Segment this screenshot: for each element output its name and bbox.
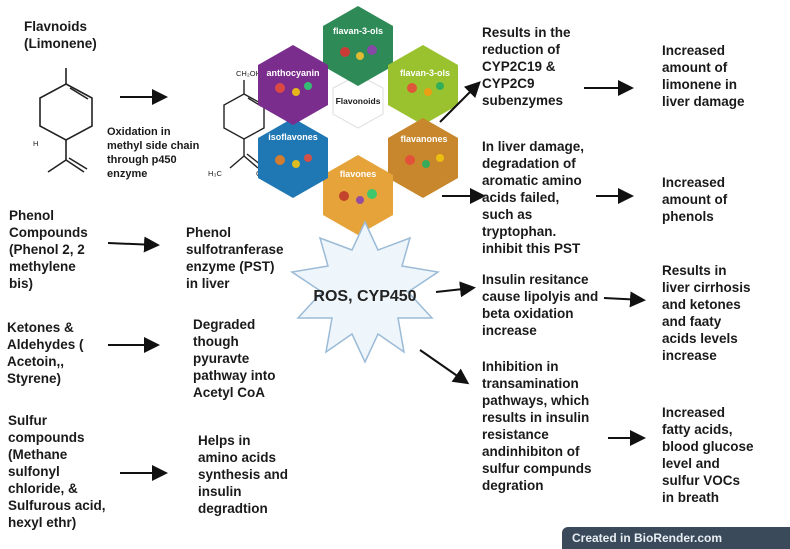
arrow-burst-to-inhibition xyxy=(419,349,470,385)
label-flavanones: flavanones xyxy=(400,134,447,144)
hex-flavones xyxy=(323,155,393,235)
label-flavan-3-ols-top: flavan-3-ols xyxy=(333,26,383,36)
hex-flavanones xyxy=(388,118,458,198)
h3c-label: H₃C xyxy=(208,169,222,178)
ros-cyp450-label: ROS, CYP450 xyxy=(313,288,417,305)
label-isoflavones: isoflavones xyxy=(268,132,318,142)
flavonoid-wheel: flavan-3-ols flavan-3-ols flavanones fla… xyxy=(258,6,458,235)
ch2oh-label: CH₂OH xyxy=(236,69,261,78)
limonene-structure xyxy=(39,68,93,173)
arrow-burst-to-insulin xyxy=(435,281,476,298)
ch2-label: CH₂ xyxy=(256,169,270,178)
degraded-text: Degraded though pyuravte pathway into Ac… xyxy=(193,317,276,400)
hex-isoflavones xyxy=(258,118,328,198)
perillyl-structure xyxy=(223,80,265,169)
hex-center xyxy=(332,74,384,129)
label-flavan-3-ols-right: flavan-3-ols xyxy=(400,68,450,78)
increased-limonene: Increased amount of limonene in liver da… xyxy=(662,43,745,109)
arrow-wheel-to-cyp xyxy=(439,81,481,123)
increased-phenols: Increased amount of phenols xyxy=(662,175,728,224)
arrow-phenol-to-pst xyxy=(107,236,160,253)
arrow-insulin-to-cirrhosis xyxy=(603,291,646,308)
liver-damage-text: In liver damage, degradation of aromatic… xyxy=(482,139,585,256)
oxidation-text: Oxidation in methyl side chain through p… xyxy=(107,126,200,180)
cyp-reduction-text: Results in the reduction of CYP2C19 & CY… xyxy=(482,25,571,108)
ketones-aldehydes: Ketones & Aldehydes ( Acetoin,, Styrene) xyxy=(7,320,84,386)
pst-text: Phenol sulfotranferase enzyme (PST) in l… xyxy=(186,225,284,291)
phenol-compounds: Phenol Compounds (Phenol 2, 2 methylene … xyxy=(9,208,88,291)
label-flavones: flavones xyxy=(340,169,377,179)
h-label: H xyxy=(33,139,38,148)
increased-fatty-acids: Increased fatty acids, blood glucose lev… xyxy=(662,405,754,505)
hex-flavan-3-ols-top xyxy=(323,6,393,86)
flavonoids-title: Flavnoids (Limonene) xyxy=(24,19,97,51)
liver-cirrhosis: Results in liver cirrhosis and ketones a… xyxy=(662,263,751,363)
hex-anthocyanin xyxy=(258,45,328,125)
biorender-watermark: Created in BioRender.com xyxy=(562,527,790,549)
inhibition-text: Inhibition in transamination pathways, w… xyxy=(482,359,592,493)
insulin-resistance-text: Insulin resitance cause lipolyis and bet… xyxy=(482,272,599,338)
helps-text: Helps in amino acids synthesis and insul… xyxy=(198,433,289,516)
sulfur-compounds: Sulfur compounds (Methane sulfonyl chlor… xyxy=(8,413,106,530)
hex-flavan-3-ols-right xyxy=(388,45,458,125)
label-flavonoids-center: Flavonoids xyxy=(336,96,381,106)
label-anthocyanin: anthocyanin xyxy=(266,68,319,78)
